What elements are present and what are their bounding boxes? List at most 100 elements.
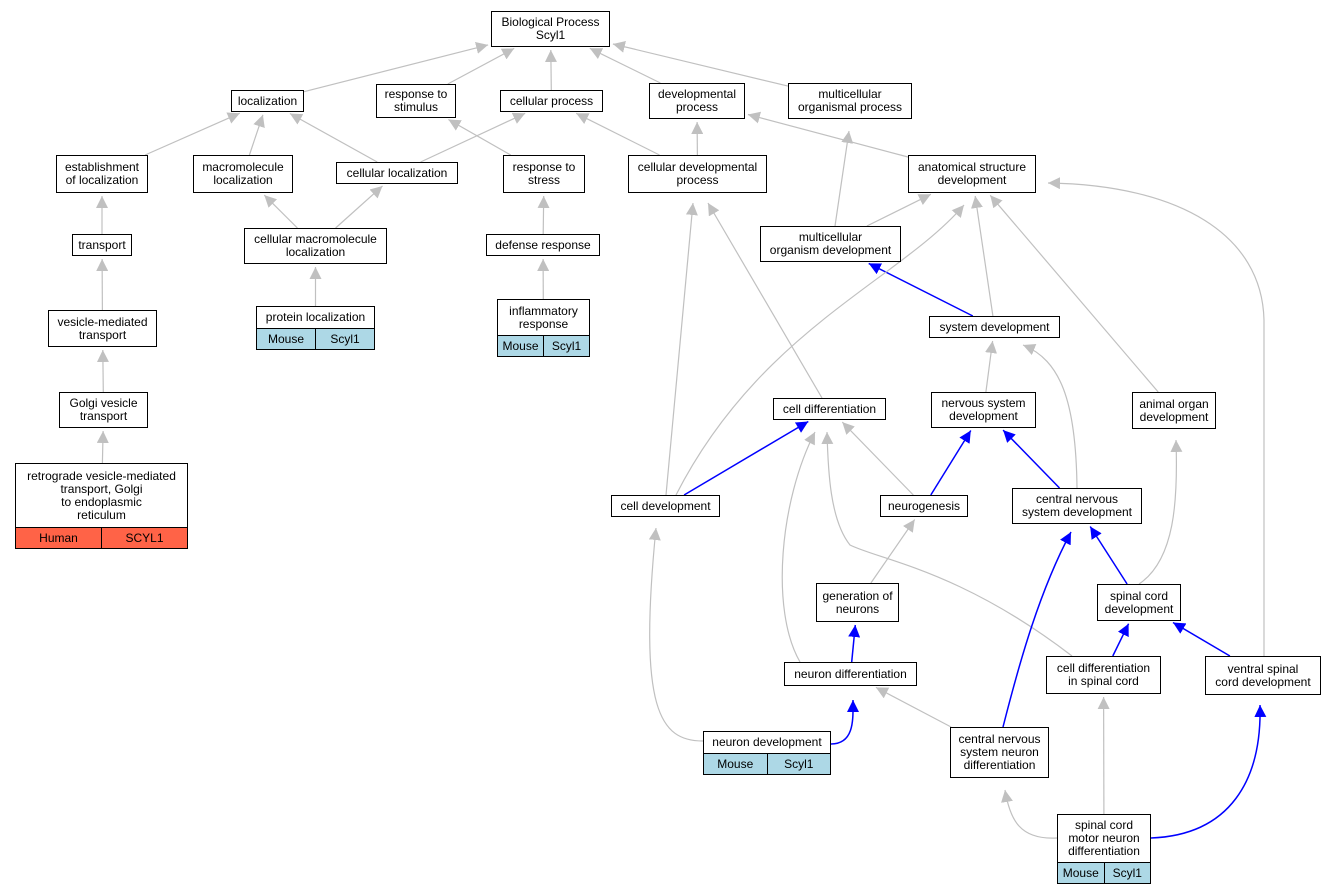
node-multi-proc[interactable]: multicellular organismal process xyxy=(788,83,912,119)
node-label: spinal cord motor neuron differentiation xyxy=(1068,818,1140,858)
node-label: cellular macromolecule localization xyxy=(254,232,377,259)
node-label: cell development xyxy=(620,498,711,513)
node-golgi-trans[interactable]: Golgi vesicle transport xyxy=(59,392,148,428)
edge-neuron_dev-to-cell_develop xyxy=(648,527,704,742)
node-ns-dev[interactable]: nervous system development xyxy=(931,392,1036,428)
node-label: developmental process xyxy=(657,87,737,114)
edge-cell_dev_proc-to-cell_proc xyxy=(575,112,660,156)
node-label: cellular process xyxy=(509,93,594,108)
edge-cell_diff_spinal-to-cell_diff xyxy=(821,431,1073,657)
node-macro-loc[interactable]: macromolecule localization xyxy=(193,155,293,193)
node-label: central nervous system development xyxy=(1021,492,1133,519)
edge-multi_org_dev-to-anat_dev xyxy=(866,193,932,227)
edge-cell_diff-to-cell_dev_proc xyxy=(707,202,823,399)
node-cell-diff[interactable]: cell differentiation xyxy=(773,398,886,420)
node-retro[interactable]: retrograde vesicle-mediated transport, G… xyxy=(15,463,188,549)
node-label: Biological Process Scyl1 xyxy=(501,15,600,42)
node-dev-proc[interactable]: developmental process xyxy=(649,83,745,119)
node-label: cellular localization xyxy=(346,165,448,180)
node-label: protein localization xyxy=(265,310,366,324)
node-label: nervous system development xyxy=(941,396,1026,423)
node-bp[interactable]: Biological Process Scyl1 xyxy=(491,11,610,47)
node-label: retrograde vesicle-mediated transport, G… xyxy=(27,468,176,522)
edge-cell_macro_loc-to-cell_loc xyxy=(335,185,383,229)
node-label: cellular developmental process xyxy=(637,160,758,187)
node-multi-org-dev[interactable]: multicellular organism development xyxy=(760,226,901,262)
node-localization[interactable]: localization xyxy=(231,90,304,112)
edge-cell_develop-to-cell_diff xyxy=(683,420,809,496)
node-label: multicellular organismal process xyxy=(797,87,903,114)
edge-estab_loc-to-localization xyxy=(144,112,241,156)
node-transport[interactable]: transport xyxy=(72,234,132,256)
edge-spinal_dev-to-animal_organ xyxy=(1138,439,1183,585)
annotation-species: Mouse xyxy=(704,754,767,774)
node-motor[interactable]: spinal cord motor neuron differentiation… xyxy=(1057,814,1151,884)
node-label: cell differentiation in spinal cord xyxy=(1056,661,1151,688)
annotation-gene: Scyl1 xyxy=(766,754,830,774)
edge-defense-to-resp_stress xyxy=(537,195,550,235)
edge-cns_dev-to-ns_dev xyxy=(1002,429,1061,489)
node-ventral[interactable]: ventral spinal cord development xyxy=(1205,656,1321,695)
node-label: neuron development xyxy=(712,735,822,749)
edge-golgi_trans-to-vesicle_trans xyxy=(96,349,109,393)
node-spinal-dev[interactable]: spinal cord development xyxy=(1097,584,1181,621)
node-animal-organ[interactable]: animal organ development xyxy=(1132,392,1216,429)
node-label: spinal cord development xyxy=(1104,588,1174,616)
node-cell-develop[interactable]: cell development xyxy=(611,495,720,517)
edge-multi_org_dev-to-multi_proc xyxy=(834,130,854,227)
node-cell-loc[interactable]: cellular localization xyxy=(336,162,458,184)
edge-cns_neuron_diff-to-cns_dev xyxy=(1002,531,1072,728)
annotation-gene: Scyl1 xyxy=(543,336,589,356)
node-cns-neuron-diff[interactable]: central nervous system neuron differenti… xyxy=(950,727,1049,778)
annotation-gene: SCYL1 xyxy=(101,528,187,548)
edge-multi_proc-to-bp xyxy=(612,40,789,87)
node-label: inflammatory response xyxy=(509,303,578,331)
node-label: establishment of localization xyxy=(64,160,140,187)
node-cell-proc[interactable]: cellular process xyxy=(500,90,603,112)
edge-cell_develop-to-anat_dev xyxy=(675,204,965,496)
node-gen-neurons[interactable]: generation of neurons xyxy=(816,583,899,622)
node-cell-dev-proc[interactable]: cellular developmental process xyxy=(628,155,767,193)
node-label: Golgi vesicle transport xyxy=(69,396,138,423)
node-cell-diff-spinal[interactable]: cell differentiation in spinal cord xyxy=(1046,656,1161,694)
edge-resp_stim-to-bp xyxy=(447,47,515,85)
node-sys-dev[interactable]: system development xyxy=(929,316,1060,338)
node-vesicle-trans[interactable]: vesicle-mediated transport xyxy=(48,310,157,347)
annotation-species: Human xyxy=(16,528,101,548)
edge-cell_loc-to-cell_proc xyxy=(420,112,526,163)
node-label: central nervous system neuron differenti… xyxy=(958,732,1041,772)
edge-retro-to-golgi_trans xyxy=(96,430,109,464)
annotation-species: Mouse xyxy=(1058,863,1104,883)
node-neuron-diff[interactable]: neuron differentiation xyxy=(784,662,917,686)
node-label: anatomical structure development xyxy=(917,160,1027,187)
node-neurogenesis[interactable]: neurogenesis xyxy=(880,495,968,517)
edge-cns_dev-to-sys_dev xyxy=(1022,343,1078,489)
edge-neuron_diff-to-gen_neurons xyxy=(848,624,861,663)
node-cell-macro-loc[interactable]: cellular macromolecule localization xyxy=(244,228,387,264)
edge-motor-to-cns_neuron_diff xyxy=(1001,789,1058,839)
node-label: cell differentiation xyxy=(782,401,877,416)
node-label: localization xyxy=(237,93,298,108)
edge-ns_dev-to-sys_dev xyxy=(985,340,997,393)
node-label: response to stress xyxy=(512,160,576,187)
node-label: multicellular organism development xyxy=(769,230,892,257)
node-resp-stress[interactable]: response to stress xyxy=(503,155,585,193)
node-label: neurogenesis xyxy=(887,498,961,513)
node-estab-loc[interactable]: establishment of localization xyxy=(56,155,148,193)
node-defense[interactable]: defense response xyxy=(486,234,600,256)
edge-macro_loc-to-localization xyxy=(248,114,265,156)
edge-spinal_dev-to-cns_dev xyxy=(1089,526,1128,585)
node-resp-stim[interactable]: response to stimulus xyxy=(376,84,456,118)
node-label: neuron differentiation xyxy=(794,666,907,681)
node-label: defense response xyxy=(495,237,591,252)
node-cns-dev[interactable]: central nervous system development xyxy=(1012,488,1142,524)
node-label: ventral spinal cord development xyxy=(1215,661,1311,689)
edge-cns_neuron_diff-to-neuron_diff xyxy=(875,686,952,728)
node-anat-dev[interactable]: anatomical structure development xyxy=(908,155,1036,193)
